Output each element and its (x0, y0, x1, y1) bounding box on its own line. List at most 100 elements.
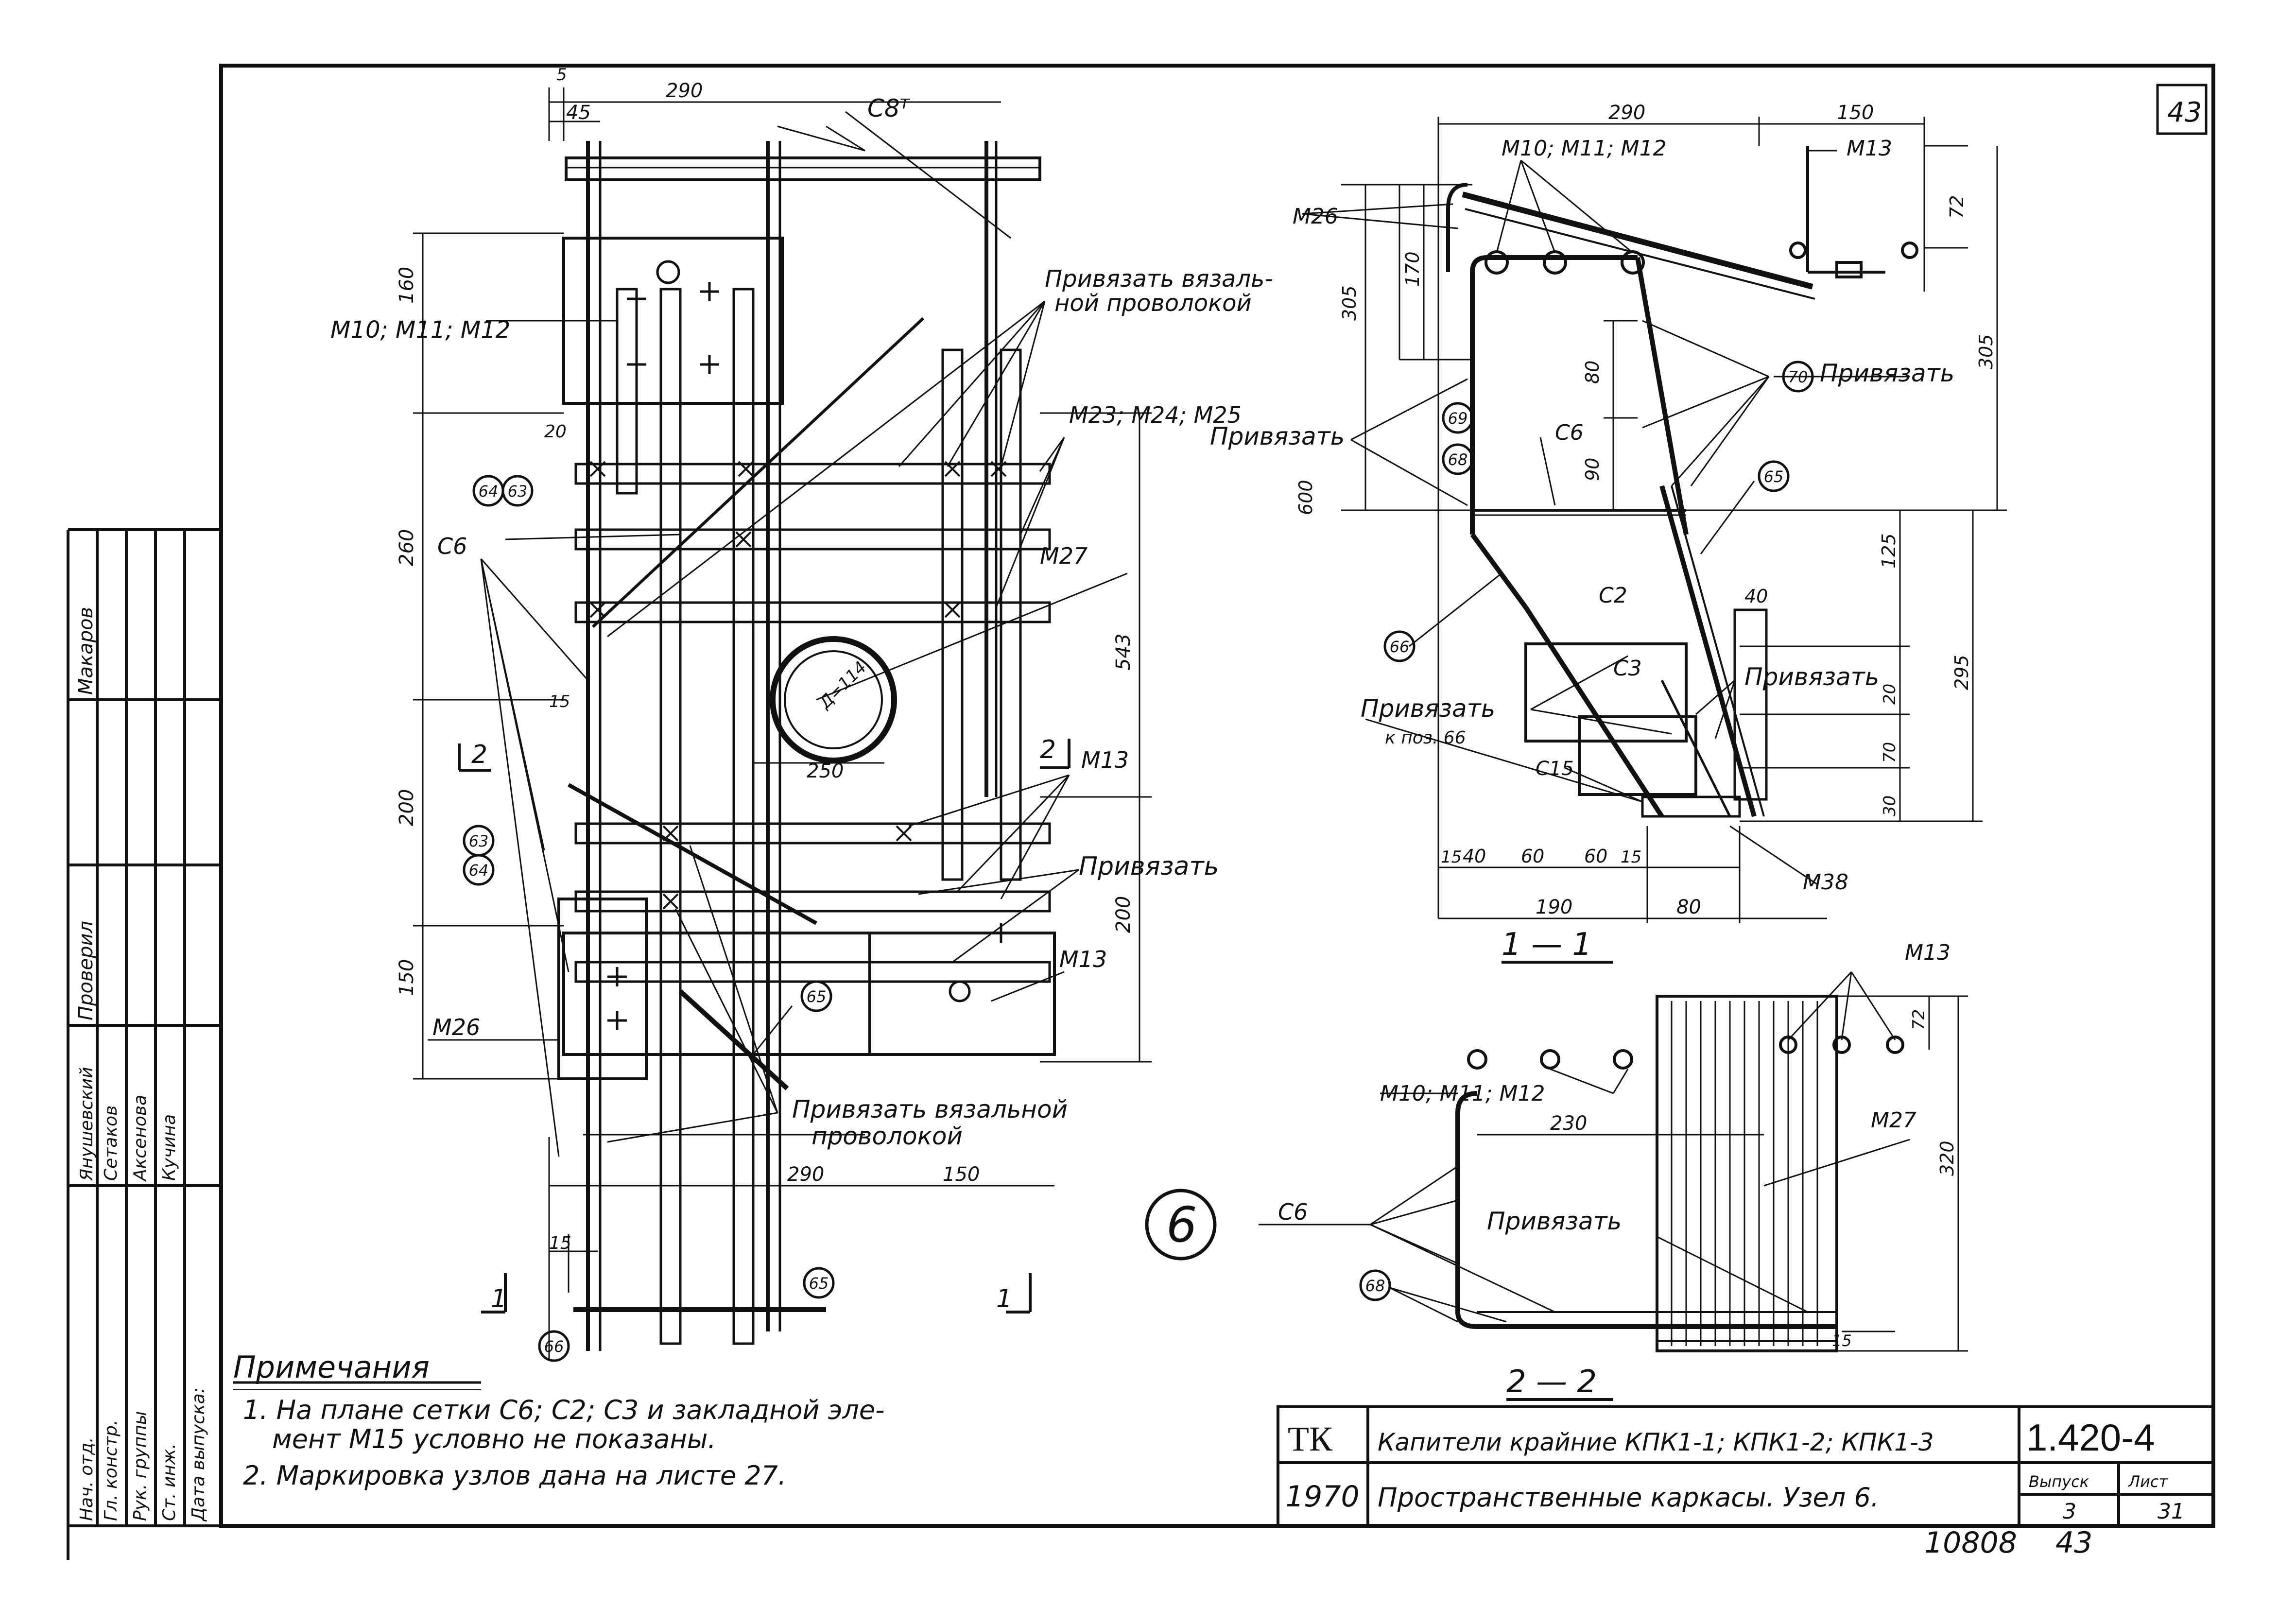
bubble-64-b: 64 (469, 861, 489, 880)
s11-dim-150: 150 (1837, 102, 1874, 124)
section-mark-1-right: 1 (996, 1284, 1012, 1313)
dim-45: 45 (566, 102, 591, 124)
sheet-frame (219, 64, 2215, 1528)
title-line-1: Капители крайние КПК1-1; КПК1-2; КПК1-3 (1378, 1428, 1934, 1456)
label-tie-wire-2: ной проволокой (1054, 290, 1252, 317)
node-number: 6 (1166, 1196, 1197, 1253)
title-org: ТК (1288, 1419, 1333, 1458)
s11-label-m13: М13 (1847, 136, 1892, 161)
s11-dim-305-right: 305 (1975, 334, 1997, 369)
bubble-66: 66 (544, 1337, 564, 1356)
s22-label-tie: Привязать (1487, 1207, 1622, 1235)
title-line-2: Пространственные каркасы. Узел 6. (1378, 1482, 1879, 1513)
s11-dim-305-left: 305 (1339, 285, 1360, 321)
s11-label-to66: к поз. 66 (1385, 728, 1466, 748)
dim-290-top: 290 (666, 80, 703, 102)
dim-200-left: 200 (396, 789, 418, 826)
s11-dim-bot-60a: 60 (1521, 846, 1544, 867)
dim-15-mid: 15 (549, 692, 570, 711)
dim-15-bottom: 15 (549, 1233, 571, 1253)
s11-label-tie-d: Привязать (1361, 694, 1495, 723)
s22-bubble-68: 68 (1365, 1277, 1385, 1295)
bubble-65: 65 (807, 987, 827, 1006)
dim-290-bottom: 290 (787, 1163, 824, 1186)
label-tie-wire-1: Привязать вязаль- (1045, 265, 1273, 293)
s11-label-c3: С3 (1613, 656, 1642, 681)
dim-543: 543 (1112, 634, 1135, 671)
title-sheet-label: Лист (2128, 1472, 2168, 1491)
label-c6-plan: С6 (437, 533, 467, 559)
section-mark-1-left: 1 (491, 1284, 507, 1313)
dim-200-right: 200 (1112, 896, 1135, 933)
title-issue-label: Выпуск (2029, 1472, 2089, 1491)
s11-dim-20: 20 (1880, 684, 1899, 705)
dim-150-bottom: 150 (943, 1163, 980, 1186)
section-mark-2-left: 2 (471, 740, 487, 769)
dim-260: 260 (396, 529, 418, 566)
label-tie-plan: Привязать (1079, 852, 1219, 881)
s22-dim-72: 72 (1909, 1009, 1929, 1030)
note-line-2: мент М15 условно не показаны. (272, 1424, 716, 1454)
s22-label-c6: С6 (1278, 1199, 1308, 1225)
dim-150-left: 150 (396, 959, 418, 996)
s11-dim-70: 70 (1880, 742, 1899, 763)
sig-name-2: Сетаков (101, 1106, 121, 1181)
s11-dim-30: 30 (1880, 795, 1899, 816)
s11-dim-125: 125 (1878, 533, 1899, 569)
sig-checked-header: Проверил (75, 921, 97, 1020)
bubble-64-a: 64 (479, 482, 499, 501)
section-2-2 (1259, 971, 1968, 1401)
s11-dim-80-bottom: 80 (1676, 896, 1701, 918)
s11-bubble-66: 66 (1390, 638, 1410, 656)
dim-20: 20 (544, 422, 567, 442)
s11-bubble-68: 68 (1448, 450, 1468, 469)
corner-page-number: 43 (2167, 97, 2202, 128)
s22-dim-230: 230 (1550, 1112, 1587, 1135)
s11-dim-72: 72 (1946, 195, 1968, 219)
note-line-3: 2. Маркировка узлов дана на листе 27. (243, 1460, 786, 1491)
label-m13-b: М13 (1059, 946, 1107, 972)
s22-dim-320: 320 (1936, 1140, 1958, 1176)
label-m23: М23; М24; М25 (1069, 402, 1242, 428)
section-1-1-title: 1 — 1 (1502, 927, 1592, 963)
sig-role-3: Рук. группы (130, 1411, 150, 1521)
s11-dim-290: 290 (1608, 102, 1645, 124)
sig-name-1: Янушевский (77, 1067, 97, 1182)
plan-view (413, 87, 1217, 1362)
sig-issue-date: Дата выпуска: (189, 1387, 208, 1522)
section-1-1 (1302, 117, 2007, 964)
s22-dim-15: 15 (1832, 1331, 1852, 1350)
label-m27-plan: М27 (1040, 543, 1088, 569)
s11-dim-80: 80 (1582, 361, 1603, 384)
page-number: 43 (2055, 1526, 2092, 1560)
s11-bubble-65: 65 (1764, 467, 1784, 486)
s11-label-tie-a: Привязать (1820, 359, 1954, 387)
title-issue-value: 3 (2063, 1499, 2076, 1524)
s11-bubble-70: 70 (1788, 368, 1808, 386)
s11-label-m26: М26 (1293, 204, 1338, 229)
s11-dim-bot-15b: 15 (1621, 847, 1641, 867)
s11-label-tie-c: Привязать (1744, 663, 1879, 691)
s11-dim-40: 40 (1744, 586, 1768, 607)
sig-role-1: Нач. отд. (77, 1437, 97, 1521)
label-m13-a: М13 (1081, 747, 1129, 773)
s11-dim-295: 295 (1951, 655, 1972, 690)
s11-label-c6: С6 (1555, 420, 1584, 445)
label-tie-wire-3: Привязать вязальной (792, 1095, 1068, 1123)
title-code: 1.420-4 (2026, 1416, 2155, 1459)
title-sheet-value: 31 (2158, 1499, 2185, 1524)
section-2-2-title: 2 — 2 (1506, 1364, 1597, 1400)
s11-label-m10: М10; М11; М12 (1502, 136, 1666, 161)
s22-label-m10: М10; М11; М12 (1380, 1081, 1545, 1106)
title-block (1277, 1405, 2215, 1527)
notes-heading: Примечания (233, 1349, 430, 1385)
s11-dim-190: 190 (1536, 896, 1572, 918)
s11-dim-bot-60b: 60 (1584, 846, 1607, 867)
sig-name-3: Аксенова (130, 1095, 150, 1182)
label-tie-wire-4: проволокой (811, 1122, 963, 1150)
sig-role-2: Гл. констр. (101, 1420, 121, 1521)
note-line-1: 1. На плане сетки С6; С2; С3 и закладной… (243, 1395, 885, 1425)
dim-160: 160 (396, 267, 418, 304)
bubble-63-a: 63 (508, 482, 528, 501)
dim-250: 250 (807, 760, 844, 782)
